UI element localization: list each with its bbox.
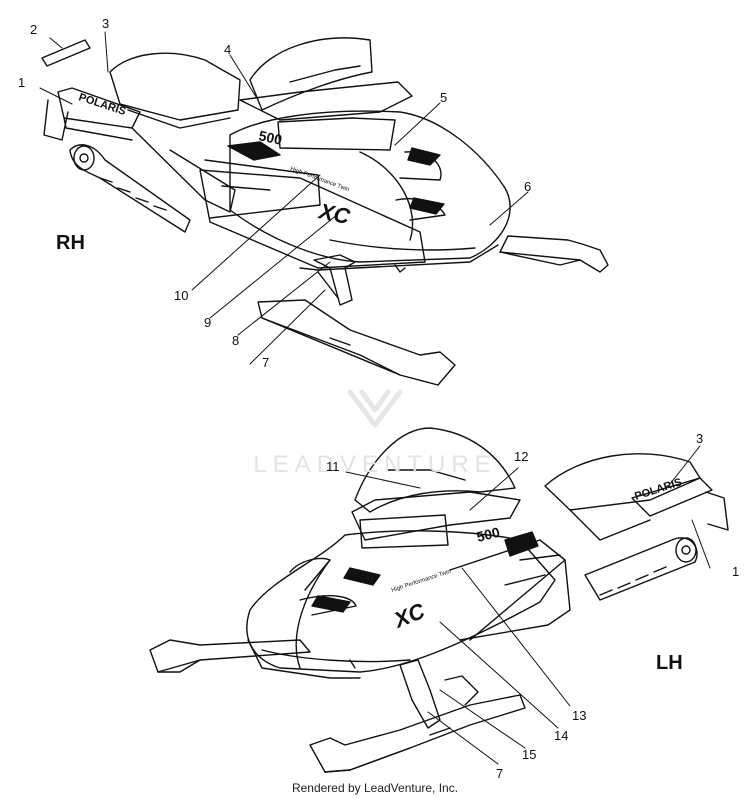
callout-lh-14: 14 (554, 728, 569, 743)
callout-rh-1: 1 (18, 75, 26, 90)
model-decal-lh: XC (389, 598, 430, 634)
ski-left (257, 299, 456, 386)
track-lh (584, 537, 698, 601)
callout-rh-5: 5 (440, 90, 448, 105)
engine-decal-lh: 500 (475, 524, 502, 545)
decal-text: POLARIS POLARIS 500 500 XC XC High Perfo… (77, 91, 683, 633)
snowmobile-right-side (41, 37, 609, 386)
callout-lh-11: 11 (326, 459, 340, 474)
footer-credit: Rendered by LeadVenture, Inc. (291, 781, 459, 795)
decal-strip (41, 39, 91, 67)
callout-rh-7: 7 (262, 355, 270, 370)
seat-lh (544, 453, 701, 511)
track (69, 144, 191, 233)
callout-lh-13: 13 (572, 708, 587, 723)
watermark-text: LEADVENTURE (253, 451, 497, 478)
callout-rh-6: 6 (524, 179, 532, 194)
hood (229, 110, 511, 263)
windshield (249, 37, 373, 111)
leader-lines-rh (39, 31, 529, 365)
leader-lines-lh (345, 445, 711, 765)
snowmobile-left-side (149, 427, 729, 773)
callout-rh-9: 9 (204, 315, 212, 330)
callout-lh-3: 3 (696, 431, 704, 446)
callout-rh-8: 8 (232, 333, 240, 348)
callout-rh-4: 4 (224, 42, 232, 57)
brand-decal-lh: POLARIS (633, 476, 683, 503)
callout-lh-12: 12 (514, 449, 529, 464)
seat (109, 52, 241, 121)
model-decal-rh: XC (315, 198, 353, 229)
windshield-lh (354, 427, 516, 513)
ski-right (499, 235, 609, 273)
callout-lh-1: 1 (732, 564, 740, 579)
callout-lh-15: 15 (522, 747, 537, 762)
side-label-rh: RH (56, 232, 85, 254)
leadventure-logo (347, 389, 403, 428)
callout-rh-10: 10 (174, 288, 189, 303)
side-label-lh: LH (656, 652, 683, 674)
slogan-decal-lh: High Performance Twin (391, 569, 452, 594)
callout-lh-7: 7 (496, 766, 504, 781)
hood-lh (246, 530, 556, 673)
engine-decal-rh: 500 (257, 127, 283, 148)
callout-rh-3: 3 (102, 16, 110, 31)
brand-decal-rh: POLARIS (77, 91, 127, 118)
callout-rh-2: 2 (30, 22, 38, 37)
ski-lh-upper (149, 639, 311, 673)
